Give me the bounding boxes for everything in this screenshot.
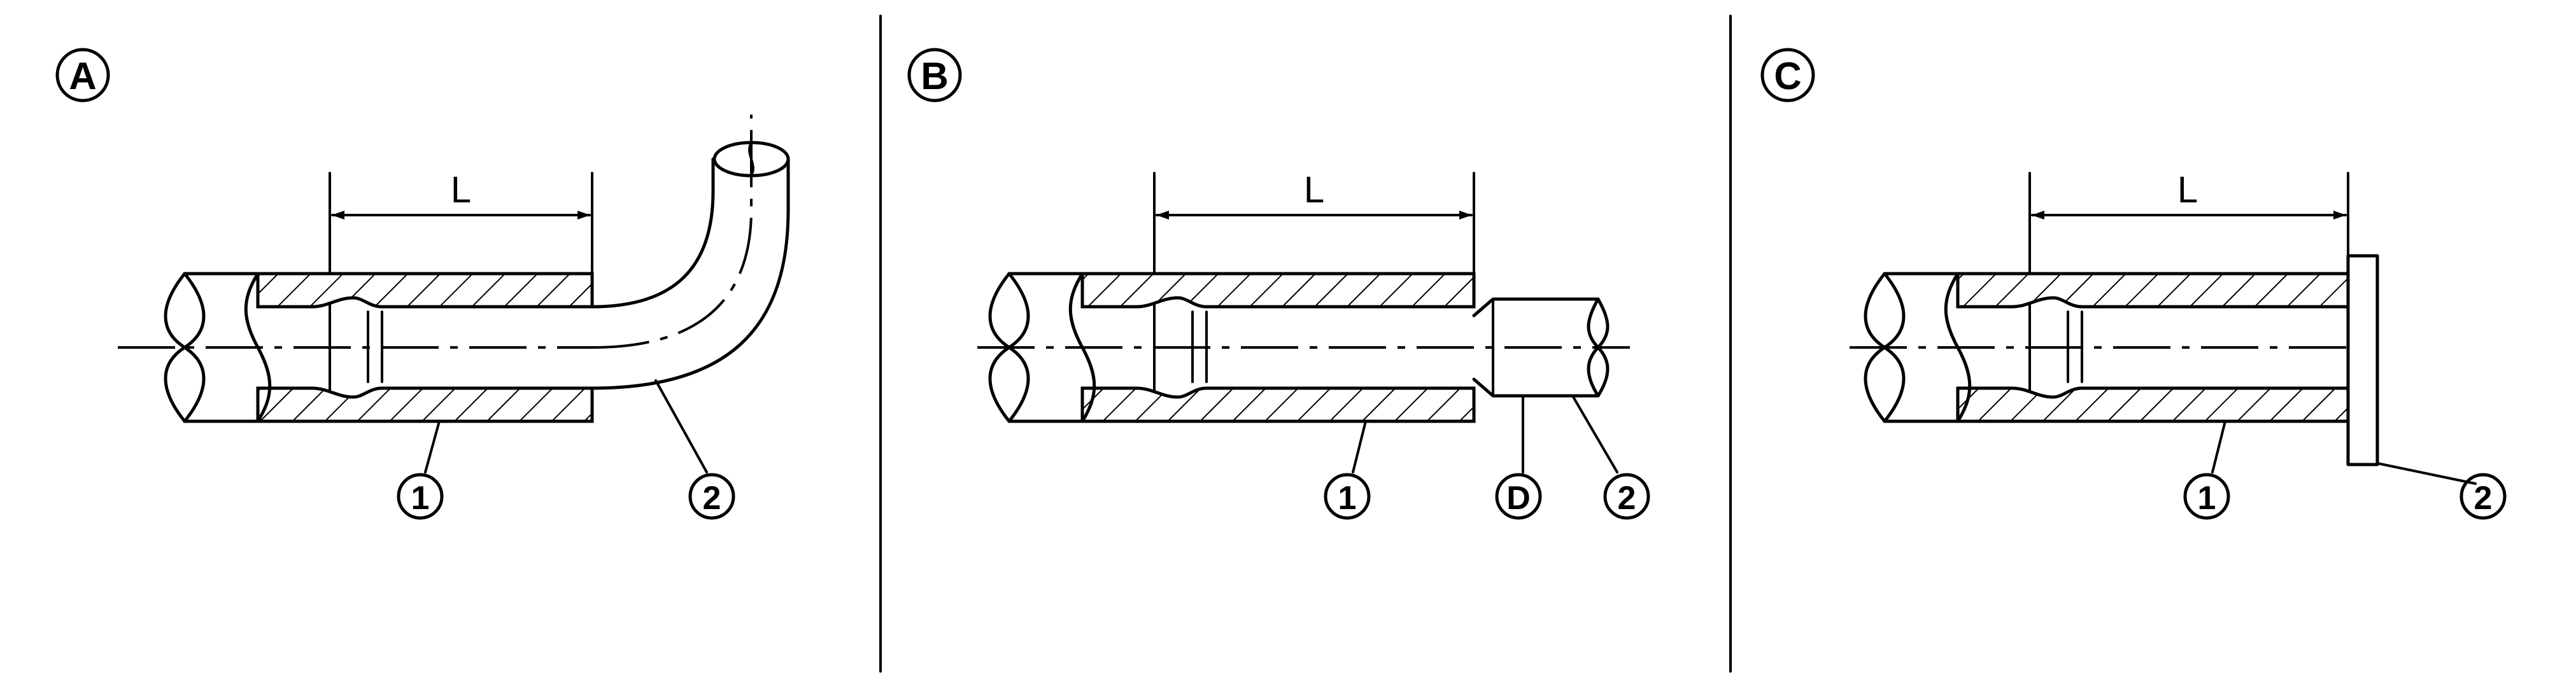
panel-letter: A <box>69 55 96 97</box>
callout-number: 1 <box>2198 480 2216 517</box>
callout-tube: 1 <box>1324 420 1371 520</box>
callout-number: 1 <box>411 480 430 517</box>
dimension-label: L <box>1304 169 1324 211</box>
callout-number: 2 <box>2474 480 2493 517</box>
callout-diameter: D <box>1495 395 1542 520</box>
callout-number: 2 <box>1618 480 1636 517</box>
dimension-l: L <box>1153 169 1475 409</box>
end-plate <box>2346 254 2379 466</box>
callout-number: 1 <box>1338 480 1357 517</box>
callout-part: 2 <box>2376 462 2507 520</box>
callout-letter: D <box>1506 480 1531 517</box>
panel-letter-badge: C <box>1760 48 1815 102</box>
panel-letter-badge: A <box>55 48 110 102</box>
bent-hose <box>590 115 790 390</box>
callout-part: 2 <box>655 379 735 520</box>
callout-tube: 1 <box>2183 420 2230 520</box>
panel-letter: C <box>1774 55 1801 97</box>
panel-b: B L <box>907 48 1650 520</box>
dimension-label: L <box>451 169 471 211</box>
callout-number: 2 <box>703 480 721 517</box>
panel-letter-badge: B <box>907 48 962 102</box>
callout-part: 2 <box>1571 395 1650 520</box>
panel-letter: B <box>921 55 948 97</box>
panel-a: A L <box>55 48 790 520</box>
dimension-label: L <box>2177 169 2198 211</box>
callout-tube: 1 <box>397 420 444 520</box>
panel-c: C L 1 2 <box>1760 48 2507 520</box>
outer-tube <box>164 272 594 423</box>
outer-tube <box>988 272 1476 423</box>
